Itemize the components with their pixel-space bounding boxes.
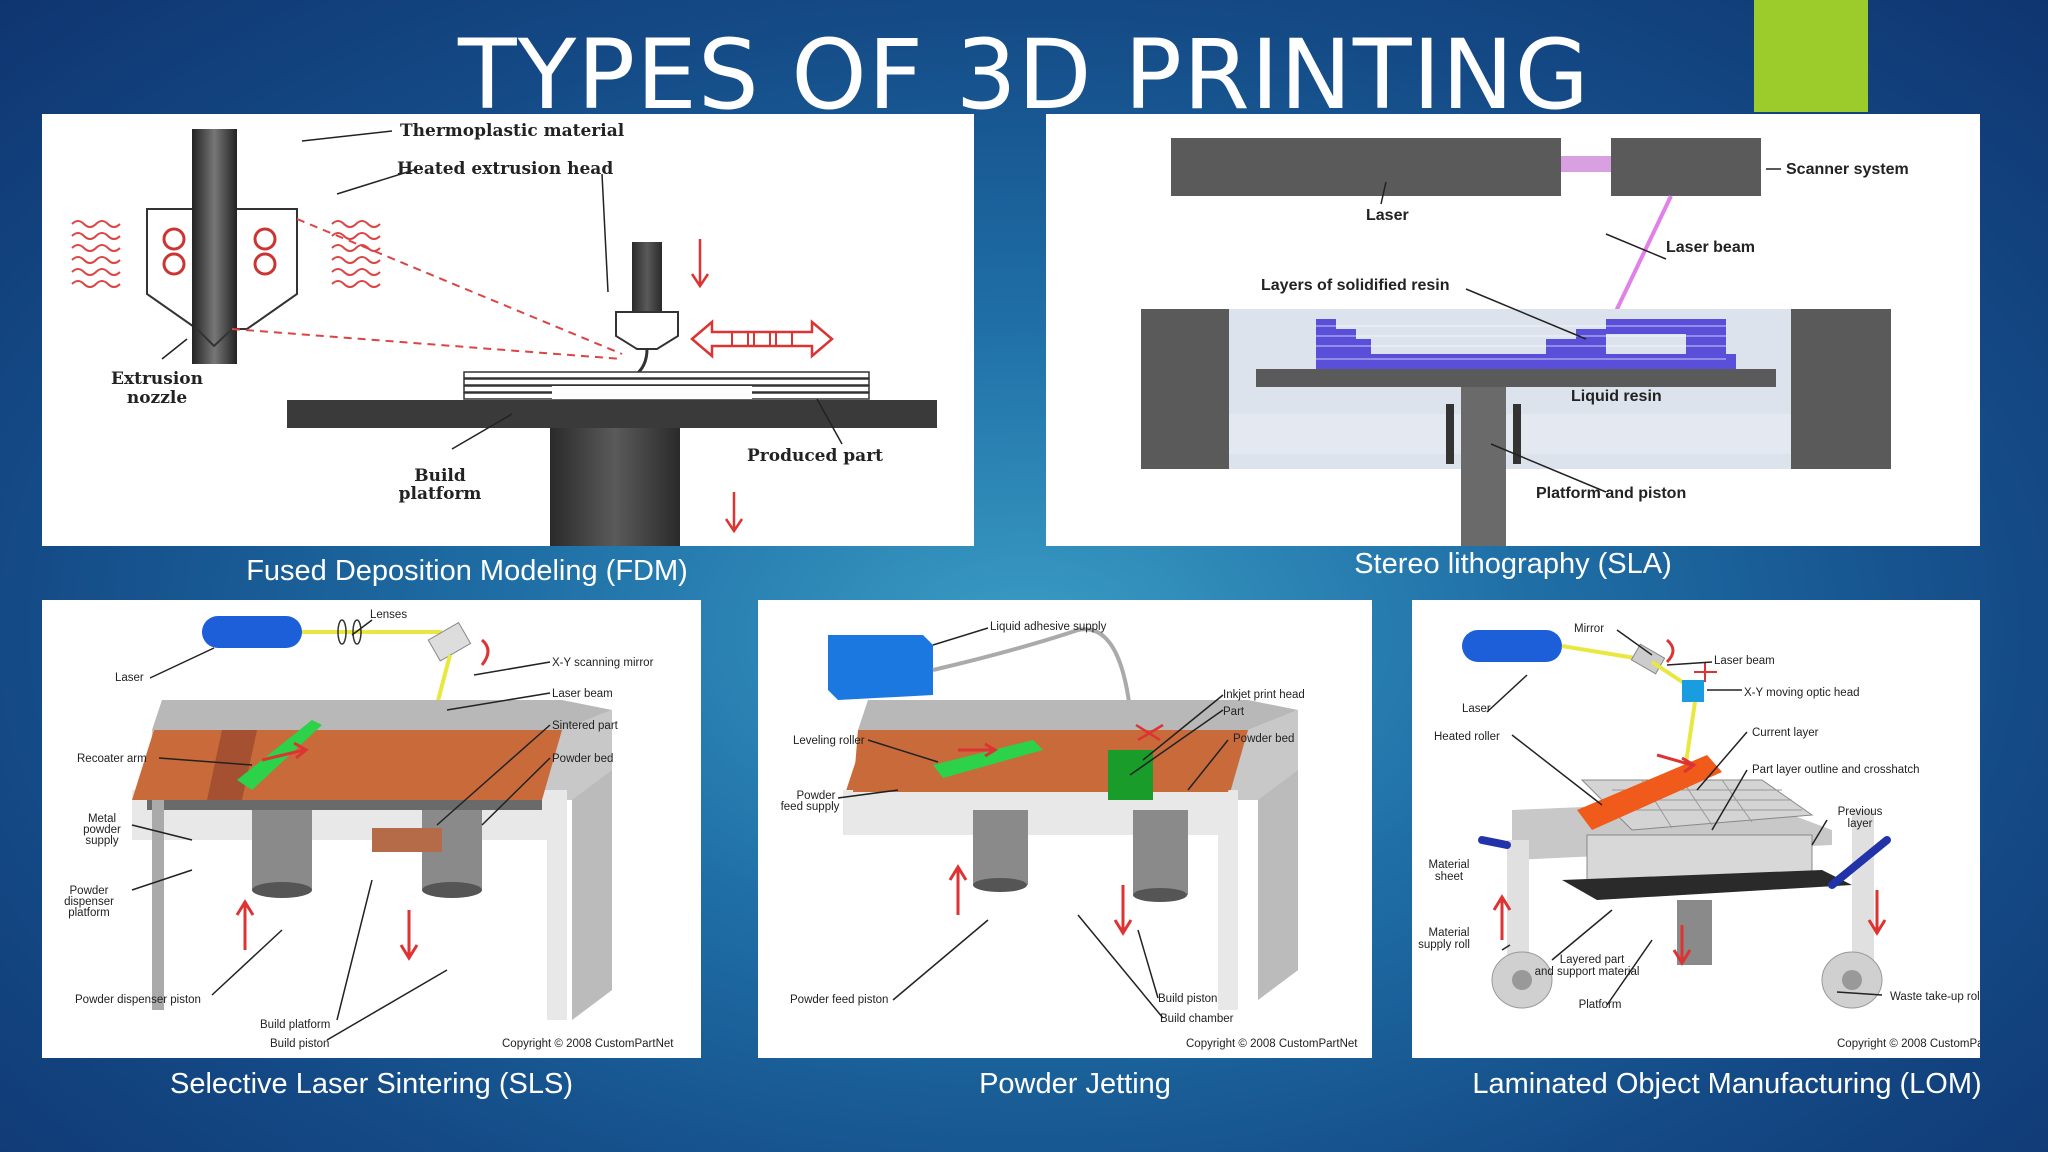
lom-label-laser: Laser [1462, 703, 1491, 715]
platform [1256, 369, 1776, 387]
heat-waves [71, 220, 381, 288]
powder-bed [132, 730, 562, 800]
sls-label-powder-bed: Powder bed [552, 753, 613, 765]
pj-label-inkjet: Inkjet print head [1223, 689, 1305, 701]
lom-label-outline: Part layer outline and crosshatch [1752, 764, 1919, 776]
fdm-label-build-1: Build [414, 466, 466, 486]
sls-copyright: Copyright © 2008 CustomPartNet [502, 1038, 674, 1050]
pj-label-part: Part [1223, 706, 1245, 718]
fdm-label-produced: Produced part [747, 446, 883, 466]
sls-label-disp-1: Powder [70, 885, 109, 897]
lom-label-mirror: Mirror [1574, 623, 1604, 635]
pj-label-feed-2: feed supply [781, 801, 840, 813]
sls-label-laser: Laser [115, 672, 144, 684]
sls-label-mirror: X-Y scanning mirror [552, 657, 654, 669]
scanner-unit [1611, 138, 1761, 196]
lom-caption: Laminated Object Manufacturing (LOM) [1472, 1068, 1982, 1100]
fdm-label-nozzle-1: Extrusion [111, 369, 203, 389]
filament-rod [192, 129, 237, 364]
lom-illustration: Mirror Laser beam X-Y moving optic head … [1418, 623, 1980, 1050]
pj-label-leveling: Leveling roller [793, 735, 865, 747]
fdm-label-nozzle-2: nozzle [127, 388, 187, 408]
pj-label-powder-bed: Powder bed [1233, 733, 1294, 745]
sls-label-metal-1: Metal [88, 813, 116, 825]
sla-diagram: Scanner system Laser Laser beam Layers o… [1046, 114, 1980, 546]
laser-icon [1462, 630, 1562, 662]
sls-label-disp-2: dispenser [64, 896, 114, 908]
mirror-icon [427, 621, 472, 662]
pj-copyright: Copyright © 2008 CustomPartNet [1186, 1038, 1358, 1050]
adhesive-supply [828, 635, 933, 700]
lom-label-sheet-2: sheet [1435, 871, 1464, 883]
pj-illustration: Liquid adhesive supply Inkjet print head… [781, 621, 1359, 1050]
sls-label-disp-piston: Powder dispenser piston [75, 994, 201, 1006]
leveling-roller [933, 740, 1043, 778]
sls-label-disp-3: platform [68, 907, 110, 919]
sla-label-platform: Platform and piston [1536, 485, 1686, 502]
lom-label-optic: X-Y moving optic head [1744, 687, 1860, 699]
lom-label-prev-2: layer [1848, 818, 1873, 830]
sla-label-scanner: Scanner system [1786, 161, 1909, 178]
lom-label-heated-roller: Heated roller [1434, 731, 1500, 743]
slide-title: TYPES OF 3D PRINTING [458, 19, 1590, 131]
sls-label-metal-2: powder [83, 824, 121, 836]
lom-label-waste: Waste take-up roll [1890, 991, 1980, 1003]
lom-diagram: Mirror Laser beam X-Y moving optic head … [1412, 600, 1980, 1058]
laser-icon [202, 616, 302, 648]
pj-diagram: Liquid adhesive supply Inkjet print head… [758, 600, 1372, 1058]
lom-platform [1562, 870, 1852, 900]
optic-head [1682, 680, 1704, 702]
build-platform [287, 400, 937, 428]
sla-label-laser: Laser [1366, 207, 1409, 224]
sls-label-sintered: Sintered part [552, 720, 619, 732]
fdm-illustration: Thermoplastic material Heated extrusion … [71, 121, 937, 546]
sls-caption: Selective Laser Sintering (SLS) [170, 1068, 573, 1100]
sls-label-lenses: Lenses [370, 609, 407, 621]
sla-label-layers: Layers of solidified resin [1261, 277, 1450, 294]
heated-roller [1577, 755, 1722, 830]
pj-label-build-piston: Build piston [1158, 993, 1217, 1005]
sls-diagram: Lenses Laser X-Y scanning mirror Laser b… [42, 600, 701, 1058]
pj-label-feed-piston: Powder feed piston [790, 994, 888, 1006]
sls-illustration: Lenses Laser X-Y scanning mirror Laser b… [64, 609, 674, 1050]
fdm-label-heated-head: Heated extrusion head [397, 159, 613, 179]
accent-bar [1754, 0, 1868, 112]
sla-caption: Stereo lithography (SLA) [1354, 548, 1672, 580]
lom-label-layered-2: and support material [1535, 966, 1640, 978]
sla-illustration: Scanner system Laser Laser beam Layers o… [1141, 138, 1909, 546]
pj-label-adhesive: Liquid adhesive supply [990, 621, 1107, 633]
sls-label-recoater: Recoater arm [77, 753, 147, 765]
fdm-label-build-2: platform [399, 484, 482, 504]
sls-label-beam: Laser beam [552, 688, 613, 700]
fdm-label-thermoplastic: Thermoplastic material [400, 121, 625, 141]
laser-unit [1171, 138, 1561, 196]
sla-label-laser-beam: Laser beam [1666, 239, 1755, 256]
pj-caption: Powder Jetting [979, 1068, 1171, 1100]
lom-label-roll-1: Material [1429, 927, 1470, 939]
lom-label-sheet-1: Material [1429, 859, 1470, 871]
sls-label-build-piston: Build piston [270, 1038, 329, 1050]
lom-label-roll-2: supply roll [1418, 939, 1470, 951]
lom-label-current-layer: Current layer [1752, 727, 1819, 739]
sls-label-build-platform: Build platform [260, 1019, 330, 1031]
lom-label-platform: Platform [1579, 999, 1622, 1011]
resin-layers [1316, 319, 1736, 369]
fdm-diagram: Thermoplastic material Heated extrusion … [42, 114, 974, 546]
lom-label-layered-1: Layered part [1560, 954, 1625, 966]
lom-copyright: Copyright © 2008 CustomPartNet [1837, 1038, 1980, 1050]
fdm-caption: Fused Deposition Modeling (FDM) [246, 555, 688, 587]
lom-label-prev-1: Previous [1838, 806, 1883, 818]
lom-label-laser-beam: Laser beam [1714, 655, 1775, 667]
pj-label-build-chamber: Build chamber [1160, 1013, 1234, 1025]
sla-label-liquid: Liquid resin [1571, 388, 1662, 405]
sls-label-metal-3: supply [85, 835, 118, 847]
pj-label-feed-1: Powder [797, 790, 836, 802]
